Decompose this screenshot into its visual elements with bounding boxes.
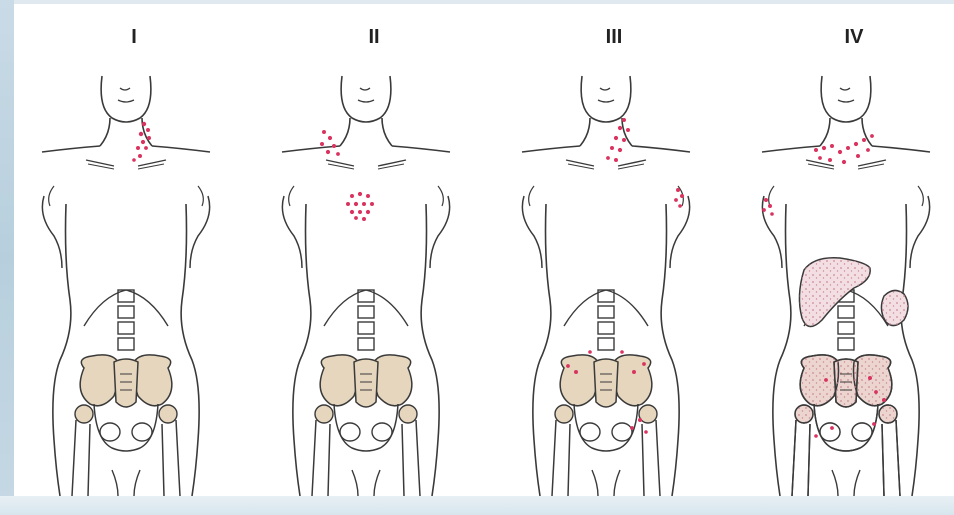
lesion-cluster-left-axilla xyxy=(762,198,774,216)
lesion-cluster-left-neck xyxy=(320,130,340,156)
stage-label: III xyxy=(494,26,734,49)
stage-iv-panel: IV xyxy=(734,0,954,496)
stage-iii-panel: III xyxy=(494,0,734,496)
liver xyxy=(799,258,870,327)
stage-i-panel: I xyxy=(14,0,254,496)
stage-ii-figure xyxy=(254,0,494,496)
lesion-cluster-mediastinum xyxy=(346,192,374,221)
stage-label: I xyxy=(14,26,254,49)
stage-ii-panel: II xyxy=(254,0,494,496)
lesion-cluster-left-neck xyxy=(606,118,630,162)
bottom-border xyxy=(0,496,954,515)
lesion-cluster-neck-bilateral xyxy=(814,134,874,164)
stage-iv-figure xyxy=(734,0,954,496)
spleen xyxy=(881,290,908,325)
stage-label: IV xyxy=(734,26,954,49)
left-border xyxy=(0,0,14,515)
stage-label: II xyxy=(254,26,494,49)
stage-iii-figure xyxy=(494,0,734,496)
stage-i-figure xyxy=(14,0,254,496)
